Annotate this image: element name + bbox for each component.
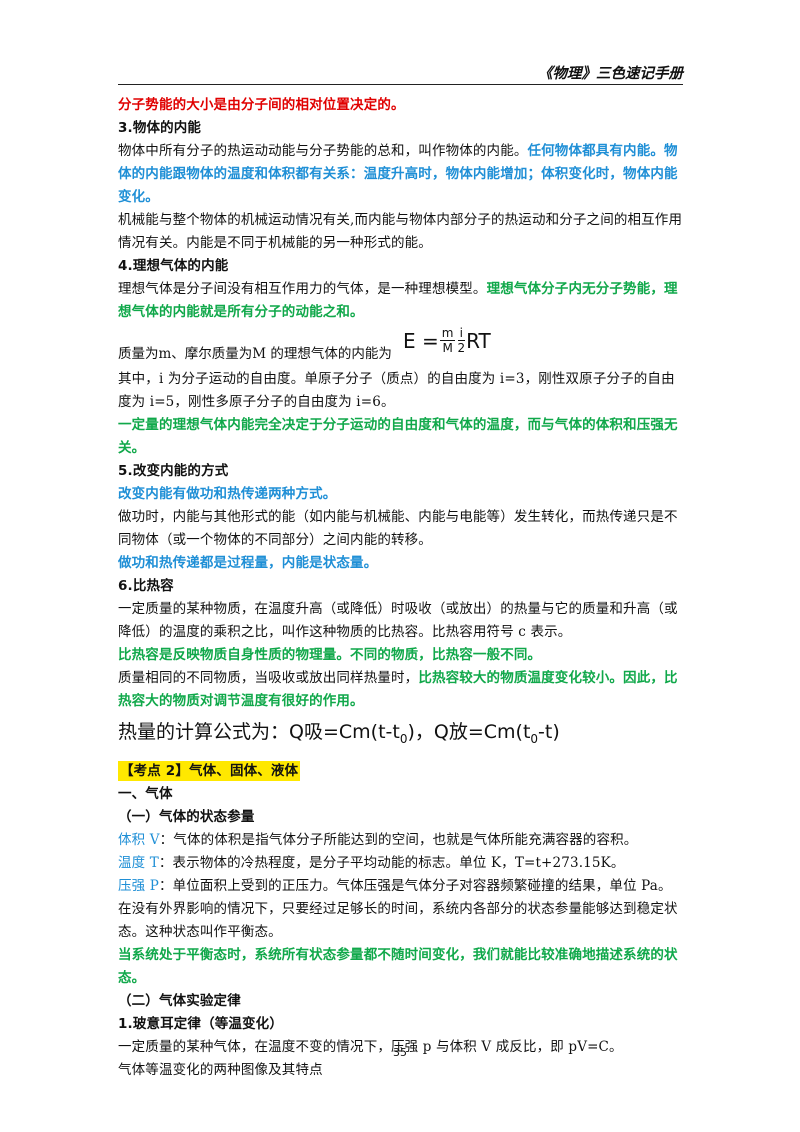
- term-label: 压强 P: [118, 877, 159, 894]
- paragraph: 物体中所有分子的热运动动能与分子势能的总和，叫作物体的内能。任何物体都具有内能。…: [118, 140, 684, 209]
- section-heading: 一、气体: [118, 785, 173, 802]
- text-span: 质量相同的不同物质，当吸收或放出同样热量时，: [118, 670, 419, 686]
- topic-label: 【考点 2】气体、固体、液体: [118, 760, 301, 781]
- term-label: 体积 V: [118, 831, 160, 848]
- text-line: 分子势能的大小是由分子间的相对位置决定的。: [118, 97, 405, 113]
- text-span: 物体中所有分子的热运动动能与分子势能的总和，叫作物体的内能。: [118, 143, 528, 159]
- numerator: m: [439, 326, 456, 341]
- heat-formula: 热量的计算公式为：Q吸=Cm(t-t0)，Q放=Cm(t0-t): [118, 717, 684, 754]
- highlight-span: 做功和热传递都是过程量，内能是状态量。: [118, 555, 378, 571]
- subscript: 0: [399, 731, 408, 746]
- header-divider: [118, 84, 683, 85]
- page-content: 分子势能的大小是由分子间的相对位置决定的。 3.物体的内能 物体中所有分子的热运…: [118, 94, 684, 1082]
- paragraph: 质量相同的不同物质，当吸收或放出同样热量时，比热容较大的物质温度变化较小。因此，…: [118, 667, 684, 713]
- section-heading: 5.改变内能的方式: [118, 463, 229, 479]
- paragraph: 一定质量的某种物质，在温度升高（或降低）时吸收（或放出）的热量与它的质量和升高（…: [118, 601, 678, 640]
- page-number: 35: [393, 1046, 407, 1059]
- subscript: 0: [530, 731, 539, 746]
- text-span: ：表示物体的冷热程度，是分子平均动能的标志。单位 K，T=t+273.15K。: [158, 854, 625, 871]
- highlight-span: 物体的内能跟物体的温度和体积都有关系：温度升高时，物体内能增加；体积变化时，物体…: [118, 143, 678, 205]
- paragraph: 在没有外界影响的情况下，只要经过足够长的时间，系统内各部分的状态参量能够达到稳定…: [118, 900, 678, 940]
- paragraph: 理想气体是分子间没有相互作用力的气体，是一种理想模型。理想气体分子内无分子势能，…: [118, 278, 684, 324]
- text-span: ：单位面积上受到的正压力。气体压强是气体分子对容器频繁碰撞的结果，单位 Pa。: [158, 877, 672, 894]
- highlight-span: 比热容是反映物质自身性质的物理量。不同的物质，比热容一般不同。: [118, 647, 542, 663]
- paragraph: 气体等温变化的两种图像及其特点: [118, 1061, 323, 1078]
- paragraph: 温度 T：表示物体的冷热程度，是分子平均动能的标志。单位 K，T=t+273.1…: [118, 852, 684, 875]
- highlight-span: 任何物体都具有内能。: [527, 143, 664, 159]
- subsection-heading: （二）气体实验定律: [118, 992, 241, 1009]
- highlight-span: 理想气体分子内无分子势能，理想气体的内能就是所有分子的动能之和。: [118, 281, 678, 320]
- subsection-heading: （一）气体的状态参量: [118, 808, 255, 825]
- highlight-span: 改变内能有做功和热传递两种方式。: [118, 486, 337, 502]
- formula-intro: 质量为m、摩尔质量为M 的理想气体的内能为: [118, 346, 392, 362]
- running-header: 《物理》三色速记手册: [538, 66, 683, 82]
- highlight-span: 一定量的理想气体内能完全决定于分子运动的自由度和气体的温度，而与气体的体积和压强…: [118, 417, 678, 456]
- text-span: 理想气体是分子间没有相互作用力的气体，是一种理想模型。: [118, 281, 487, 297]
- paragraph: 做功时，内能与其他形式的能（如内能与机械能、内能与电能等）发生转化，而热传递只是…: [118, 509, 678, 548]
- paragraph: 一定质量的某种气体，在温度不变的情况下，压强 p 与体积 V 成反比，即 pV=…: [118, 1038, 623, 1055]
- paragraph: 体积 V：气体的体积是指气体分子所能达到的空间，也就是气体所能充满容器的容积。: [118, 829, 684, 852]
- formula-rt: RT: [466, 328, 491, 353]
- term-label: 温度 T: [118, 854, 159, 871]
- heat-formula-part: 热量的计算公式为：Q吸=Cm(t-t: [118, 721, 400, 743]
- formula-lhs: E =: [403, 328, 439, 353]
- paragraph: 压强 P：单位面积上受到的正压力。气体压强是气体分子对容器频繁碰撞的结果，单位 …: [118, 875, 684, 898]
- heat-formula-part: )，Q放=Cm(t: [407, 721, 531, 743]
- section-heading: 4.理想气体的内能: [118, 258, 229, 274]
- paragraph: 其中，i 为分子运动的自由度。单原子分子（质点）的自由度为 i=3，刚性双原子分…: [118, 371, 675, 410]
- section-heading: 1.玻意耳定律（等温变化）: [118, 1015, 283, 1032]
- text-span: ：气体的体积是指气体分子所能达到的空间，也就是气体所能充满容器的容积。: [159, 831, 638, 848]
- paragraph: 机械能与整个物体的机械运动情况有关,而内能与物体内部分子的热运动和分子之间的相互…: [118, 212, 683, 251]
- numerator: i: [457, 326, 465, 341]
- section-heading: 6.比热容: [118, 578, 174, 594]
- heat-formula-part: -t): [538, 721, 560, 743]
- highlight-span: 当系统处于平衡态时，系统所有状态参量都不随时间变化，我们就能比较准确地描述系统的…: [118, 946, 678, 986]
- highlight-span: 比热容较大的物质温度变化较小。因此，比热容大的物质对调节温度有很好的作用。: [118, 670, 678, 709]
- section-heading: 3.物体的内能: [118, 120, 202, 136]
- denominator: M: [442, 341, 453, 355]
- denominator: 2: [457, 341, 466, 355]
